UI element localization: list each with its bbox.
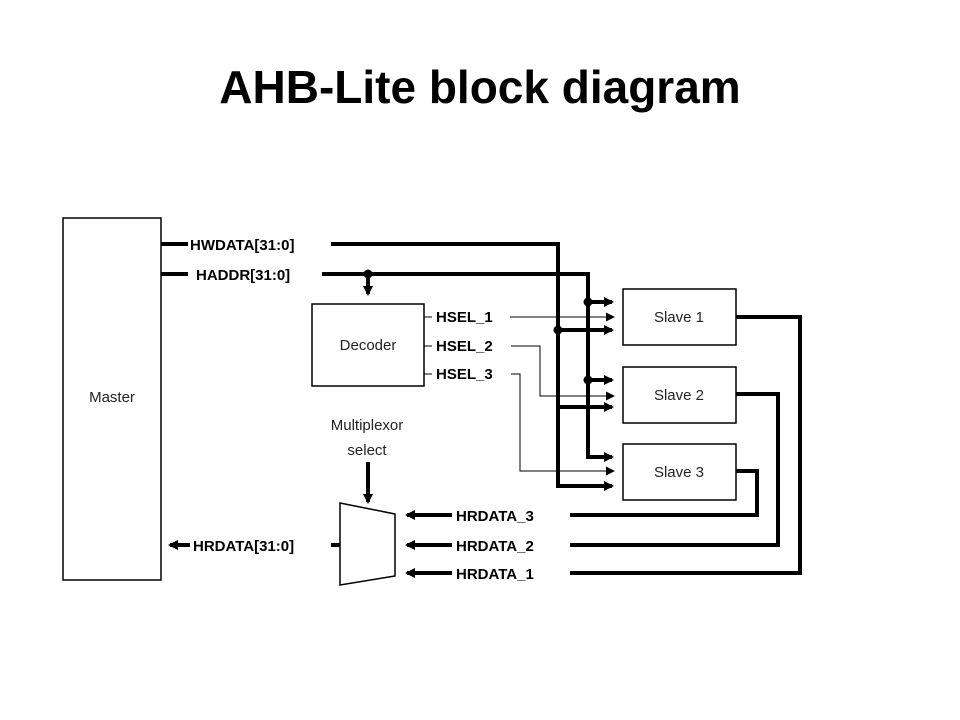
slave-3-label: Slave 3	[654, 464, 704, 481]
slave-1-block	[622, 288, 737, 346]
hrdata-2-label: HRDATA_2	[456, 538, 534, 555]
master-block	[62, 217, 162, 581]
hrdata-buses	[168, 315, 802, 578]
hsel-lines	[424, 312, 615, 476]
hsel-3-label: HSEL_3	[436, 366, 493, 383]
haddr-label: HADDR[31:0]	[196, 267, 290, 284]
hsel-2-label: HSEL_2	[436, 338, 493, 355]
hsel-1-label: HSEL_1	[436, 309, 493, 326]
master-label: Master	[89, 389, 135, 406]
hwdata-bus	[161, 242, 614, 491]
decoder-label: Decoder	[340, 337, 397, 354]
hrdata-3-label: HRDATA_3	[456, 508, 534, 525]
slave-2-block	[622, 366, 737, 424]
page-title: AHB-Lite block diagram	[219, 61, 741, 113]
hwdata-label: HWDATA[31:0]	[190, 237, 294, 254]
mux-select-label-line2: select	[347, 442, 387, 459]
slave-2-label: Slave 2	[654, 387, 704, 404]
mux-select-label-line1: Multiplexor	[331, 417, 404, 434]
slave-1-label: Slave 1	[654, 309, 704, 326]
hrdata-1-label: HRDATA_1	[456, 566, 534, 583]
hrdata-master-label: HRDATA[31:0]	[193, 538, 294, 555]
multiplexor-block	[339, 502, 396, 586]
decoder-block	[311, 303, 425, 387]
slave-3-block	[622, 443, 737, 501]
haddr-bus	[161, 272, 614, 462]
